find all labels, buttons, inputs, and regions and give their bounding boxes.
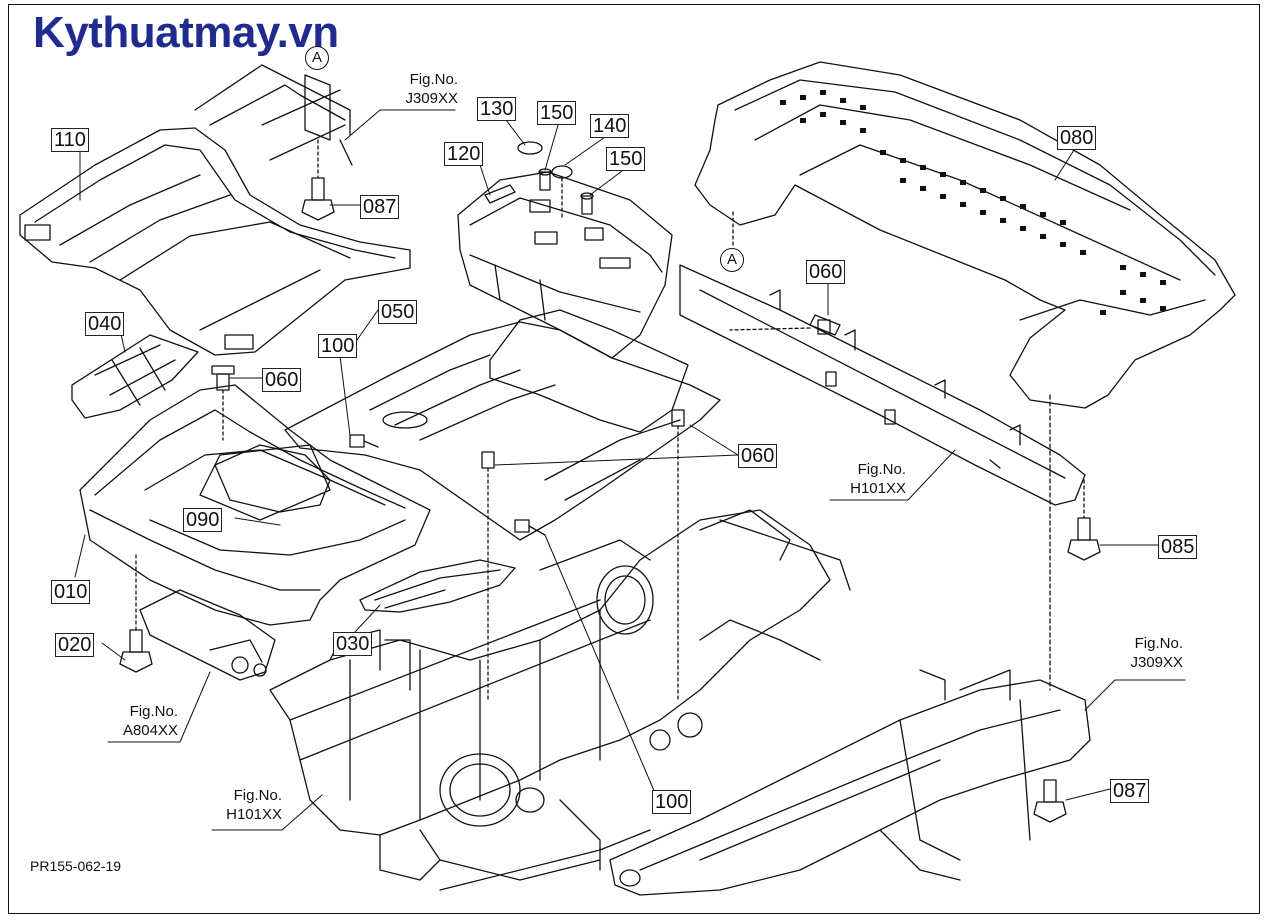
callout-060-left: 060 [262, 368, 302, 392]
bolt-087-bottom [1033, 779, 1067, 823]
front-bracket [139, 589, 276, 681]
fig-ref-code: H101XX [226, 806, 282, 823]
rear-fender-080 [694, 61, 1236, 691]
fig-ref-top: Fig.No. J309XX [388, 70, 458, 108]
front-fender-010 [79, 384, 431, 626]
callout-090: 090 [183, 508, 223, 532]
fig-ref-label: Fig.No. [857, 461, 906, 478]
callout-150-top: 150 [537, 101, 577, 125]
fig-ref-code: A804XX [122, 722, 178, 739]
cross-rail [679, 264, 1086, 506]
console-small-parts [517, 141, 594, 221]
fig-ref-label: Fig.No. [1134, 635, 1183, 652]
callout-010: 010 [51, 580, 91, 604]
callout-040: 040 [85, 312, 125, 336]
callout-020: 020 [55, 633, 95, 657]
callout-050: 050 [378, 300, 418, 324]
bolts-060 [211, 314, 841, 701]
floor-panel-050 [284, 309, 721, 541]
callout-030: 030 [333, 632, 373, 656]
fig-ref-code: J309XX [405, 90, 458, 107]
fig-ref-rear-frame: Fig.No. J309XX [1113, 634, 1183, 672]
callout-100-bottom: 100 [652, 790, 692, 814]
floor-mat-110 [19, 127, 411, 356]
marker-a-top: A [305, 46, 329, 70]
fig-ref-code: H101XX [850, 480, 906, 497]
upper-bracket [194, 64, 353, 179]
callout-120: 120 [444, 142, 484, 166]
step-mat-040 [71, 334, 199, 419]
plate-090 [214, 444, 331, 513]
leader-lines [74, 119, 1159, 801]
fig-ref-label: Fig.No. [233, 787, 282, 804]
callout-085: 085 [1158, 535, 1198, 559]
callout-140: 140 [590, 114, 630, 138]
bolt-020 [119, 554, 153, 673]
callout-087-bottom: 087 [1110, 779, 1150, 803]
fig-ref-rail: Fig.No. H101XX [836, 460, 906, 498]
callout-060-center: 060 [738, 444, 778, 468]
callout-080: 080 [1057, 126, 1097, 150]
callout-087-top: 087 [360, 195, 400, 219]
bolt-085 [1067, 479, 1101, 561]
fig-ref-label: Fig.No. [409, 71, 458, 88]
drawing-code: PR155-062-19 [30, 858, 122, 874]
bolts-100 [349, 434, 546, 536]
main-frame [269, 509, 851, 891]
callout-060-right: 060 [806, 260, 846, 284]
fig-ref-code: J309XX [1130, 654, 1183, 671]
fig-ref-leaders [107, 109, 1186, 831]
bolt-087-top [301, 177, 335, 221]
callout-110: 110 [51, 128, 89, 152]
site-watermark: Kythuatmay.vn [33, 8, 339, 57]
side-mat-030 [359, 559, 516, 613]
fig-ref-main-frame: Fig.No. H101XX [212, 786, 282, 824]
callout-130: 130 [477, 97, 517, 121]
callout-100-top: 100 [318, 334, 358, 358]
fig-ref-front-bracket: Fig.No. A804XX [108, 702, 178, 740]
rear-frame [609, 669, 1091, 896]
fig-ref-label: Fig.No. [129, 703, 178, 720]
callout-150-right: 150 [606, 147, 646, 171]
marker-a-fender: A [720, 248, 744, 272]
